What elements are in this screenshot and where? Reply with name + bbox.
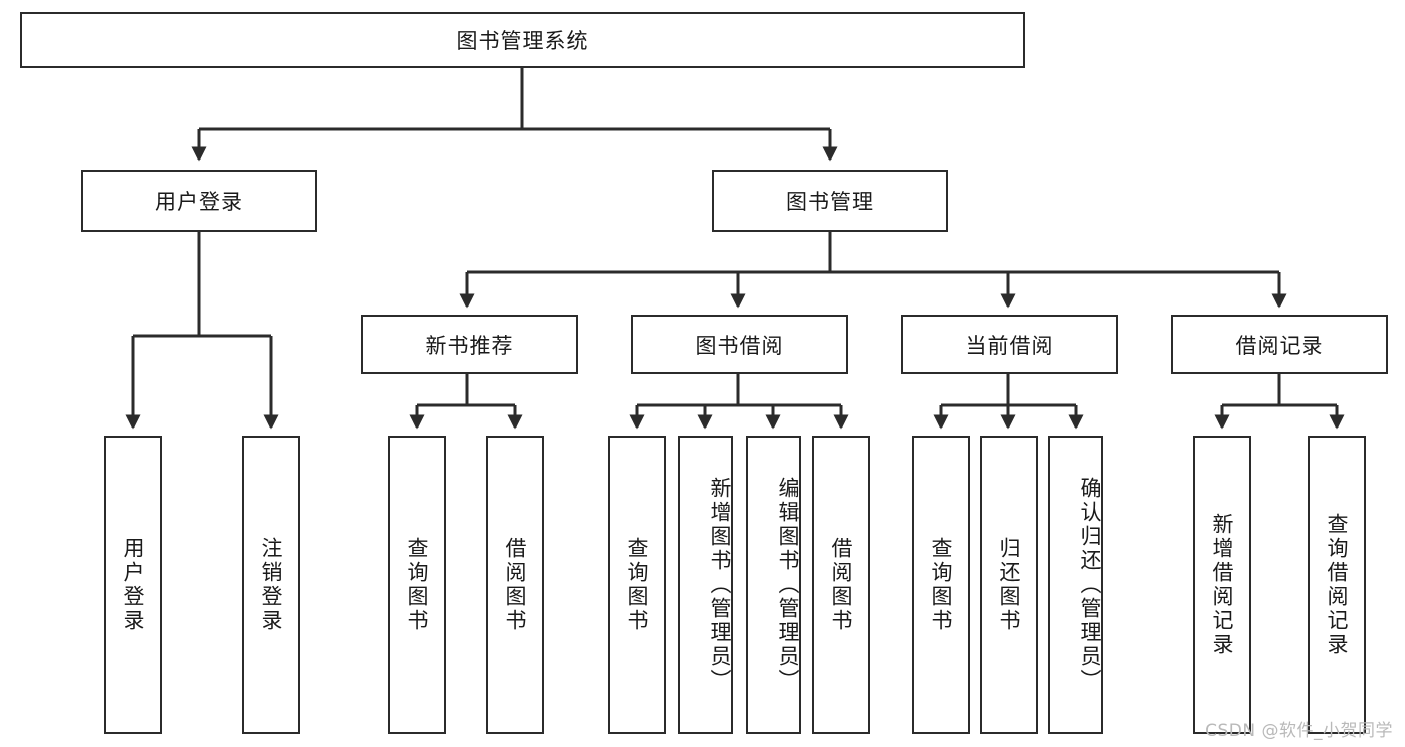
node-label: 当前借阅 xyxy=(965,333,1054,358)
node-label: 新增图书（管理员） xyxy=(708,477,732,693)
node-label: 注销登录 xyxy=(259,537,284,633)
node-label: 借阅图书 xyxy=(503,537,528,633)
leaf-new-book-borrow[interactable]: 借阅图书 xyxy=(486,436,544,734)
node-label: 借阅图书 xyxy=(829,537,854,633)
watermark: CSDN @软件_小贺同学 xyxy=(1205,721,1393,741)
node-label: 用户登录 xyxy=(121,537,146,633)
node-current-borrow[interactable]: 当前借阅 xyxy=(901,315,1118,374)
node-label: 查询图书 xyxy=(405,537,430,633)
node-label: 用户登录 xyxy=(155,190,243,214)
leaf-borrow-do-borrow[interactable]: 借阅图书 xyxy=(812,436,870,734)
node-label: 查询图书 xyxy=(625,537,650,633)
leaf-current-query-book[interactable]: 查询图书 xyxy=(912,436,970,734)
node-label: 图书管理 xyxy=(786,190,874,214)
node-borrow-record[interactable]: 借阅记录 xyxy=(1171,315,1388,374)
leaf-borrow-query-book[interactable]: 查询图书 xyxy=(608,436,666,734)
node-label: 确认归还（管理员） xyxy=(1078,477,1102,693)
leaf-borrow-edit-book[interactable]: 编辑图书（管理员） xyxy=(746,436,801,734)
leaf-user-login-do[interactable]: 用户登录 xyxy=(104,436,162,734)
node-user-login[interactable]: 用户登录 xyxy=(81,170,317,232)
leaf-current-confirm-return[interactable]: 确认归还（管理员） xyxy=(1048,436,1103,734)
leaf-record-query[interactable]: 查询借阅记录 xyxy=(1308,436,1366,734)
leaf-borrow-add-book[interactable]: 新增图书（管理员） xyxy=(678,436,733,734)
node-label: 新增借阅记录 xyxy=(1210,513,1235,657)
node-book-management[interactable]: 图书管理 xyxy=(712,170,948,232)
node-label: 查询图书 xyxy=(929,537,954,633)
node-label: 编辑图书（管理员） xyxy=(776,477,800,693)
leaf-current-return-book[interactable]: 归还图书 xyxy=(980,436,1038,734)
node-label: 查询借阅记录 xyxy=(1325,513,1350,657)
node-root-system[interactable]: 图书管理系统 xyxy=(20,12,1025,68)
leaf-record-add[interactable]: 新增借阅记录 xyxy=(1193,436,1251,734)
node-new-book-recommend[interactable]: 新书推荐 xyxy=(361,315,578,374)
leaf-new-book-query[interactable]: 查询图书 xyxy=(388,436,446,734)
node-label: 归还图书 xyxy=(997,537,1022,633)
node-label: 新书推荐 xyxy=(425,333,514,358)
node-label: 借阅记录 xyxy=(1235,333,1324,358)
node-book-borrow[interactable]: 图书借阅 xyxy=(631,315,848,374)
node-label: 图书借阅 xyxy=(695,333,784,358)
node-label: 图书管理系统 xyxy=(456,29,589,53)
leaf-user-logout[interactable]: 注销登录 xyxy=(242,436,300,734)
